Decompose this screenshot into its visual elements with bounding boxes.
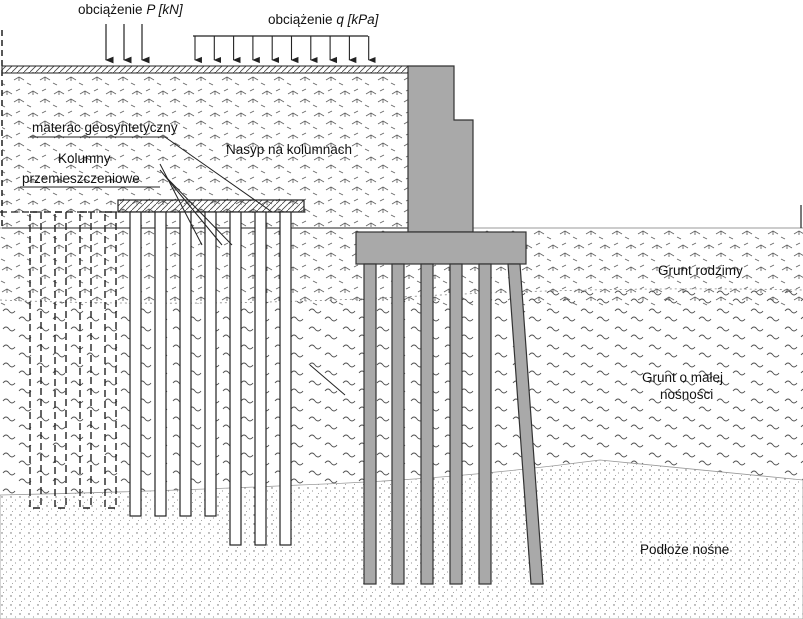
displacement-column (179, 211, 192, 517)
bearing-subsoil-label: Podłoże nośne (640, 542, 729, 557)
weak-soil-label-line2: nośności (660, 387, 713, 402)
pile-cap (355, 231, 527, 265)
bearing-pile (478, 263, 492, 585)
point-load-arrows (105, 24, 150, 64)
native-soil-label: Grunt rodzimy (658, 263, 743, 278)
abutment (355, 65, 527, 265)
columns-label-line1: Kolumny (58, 151, 111, 166)
embankment-surface (1, 65, 409, 74)
displacement-column (254, 211, 267, 546)
dashed-column (79, 211, 92, 509)
bearing-pile (420, 263, 434, 585)
displacement-column (229, 211, 242, 546)
abutment-wall (407, 65, 474, 233)
bearing-pile (449, 263, 463, 585)
dashed-columns (0, 211, 118, 509)
displacement-column (279, 211, 292, 546)
bearing-pile (363, 263, 377, 585)
inclined-bearing-pile (507, 263, 544, 585)
point-load-label: obciążenie P [kN] (78, 2, 184, 17)
leader-lines (20, 136, 346, 396)
distributed-load-arrows (193, 35, 376, 64)
geosynthetic-mattress (117, 199, 305, 213)
weak-soil-label-line1: Grunt o małej (642, 370, 723, 385)
distributed-load-label: obciążenie q [kPa] (268, 12, 380, 27)
displacement-column (154, 211, 167, 517)
bearing-piles (363, 263, 544, 585)
geosynthetic-mattress-label: materac geosyntetyczny (32, 120, 178, 135)
bearing-pile (391, 263, 405, 585)
displacement-column (204, 211, 217, 517)
displacement-columns (129, 211, 292, 546)
columns-label-line2: przemieszczeniowe (22, 171, 140, 186)
displacement-column (129, 211, 142, 517)
embankment-label: Nasyp na kolumnach (226, 142, 352, 157)
